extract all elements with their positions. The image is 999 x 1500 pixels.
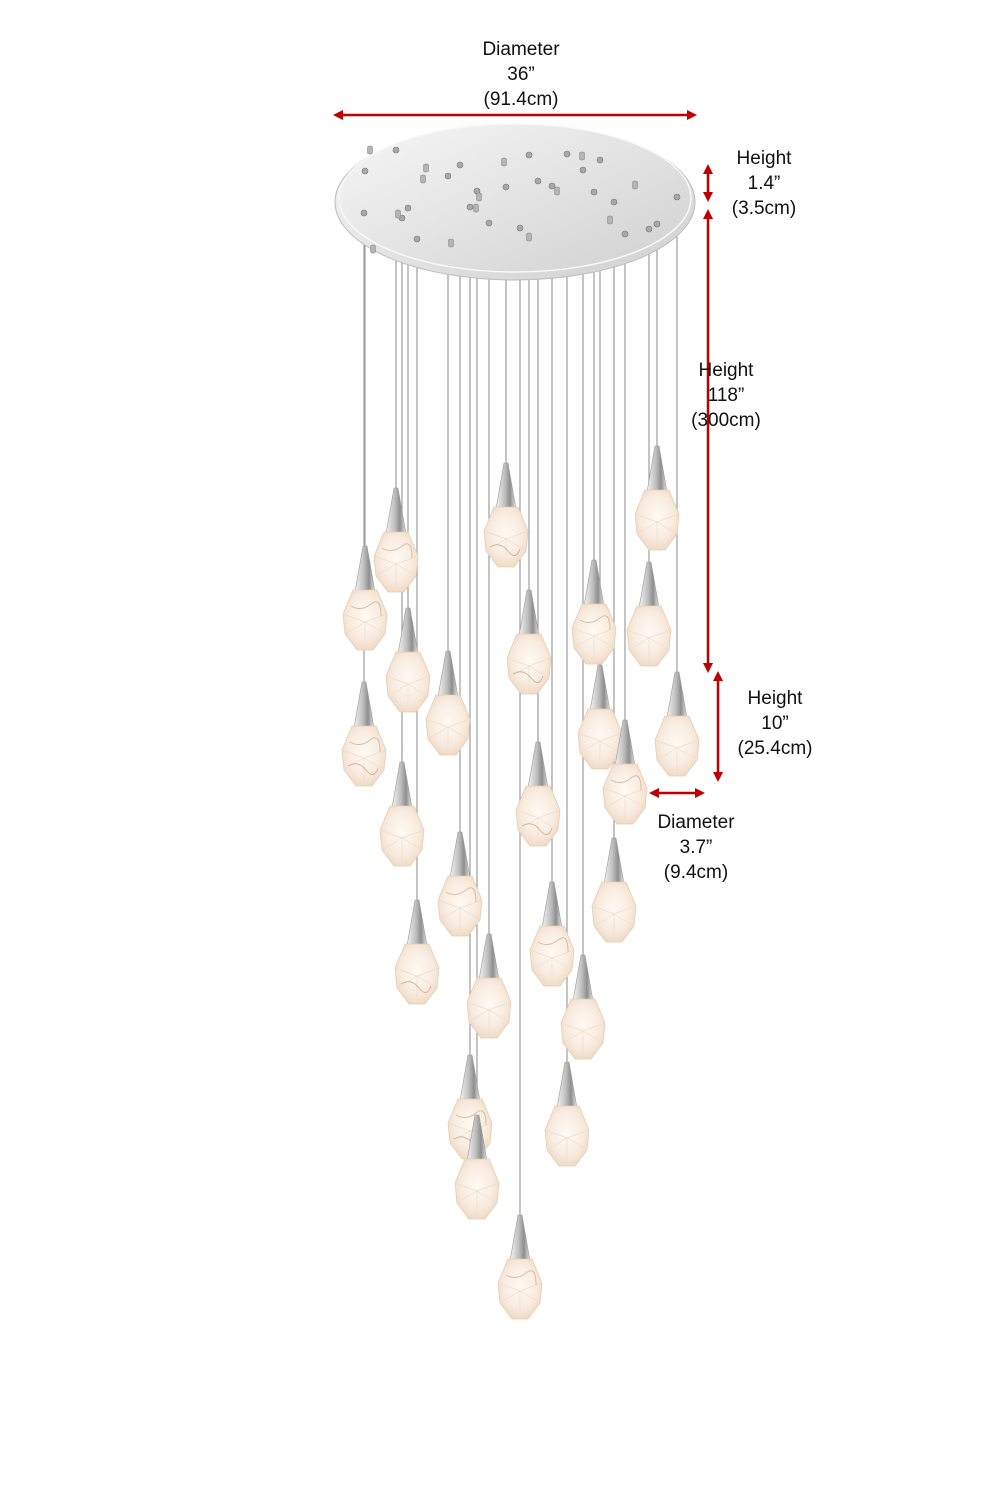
canopy-fitting: [525, 151, 533, 159]
alabaster-pendant: [634, 445, 680, 551]
pendant-diameter-label: Diameter 3.7” (9.4cm): [657, 812, 735, 883]
canopy-fitting: [563, 150, 571, 158]
canopy-fitting: [596, 156, 604, 164]
canopy-diameter-inch: 36”: [507, 64, 534, 85]
alabaster-pendant: [560, 954, 606, 1060]
pendant-height-title: Height: [748, 688, 804, 709]
alabaster-pendant: [626, 561, 672, 667]
canopy-screw: [501, 157, 507, 167]
canopy-fitting: [392, 146, 400, 154]
canopy-fitting: [548, 182, 556, 190]
alabaster-pendant: [483, 462, 529, 568]
alabaster-pendant: [425, 650, 471, 756]
canopy-height-label: Height 1.4” (3.5cm): [732, 148, 796, 219]
alabaster-pendant: [373, 487, 419, 593]
canopy-screw: [395, 209, 401, 219]
drop-height-title: Height: [699, 360, 755, 381]
canopy-fitting: [610, 198, 618, 206]
alabaster-pendant: [602, 719, 648, 825]
canopy-fitting: [516, 224, 524, 232]
alabaster-pendant: [341, 681, 387, 787]
alabaster-pendant: [591, 837, 637, 943]
canopy-fitting: [579, 166, 587, 174]
alabaster-pendant: [379, 761, 425, 867]
canopy-screw: [632, 180, 638, 190]
alabaster-pendant: [571, 559, 617, 665]
canopy-fitting: [361, 167, 369, 175]
canopy-fitting: [360, 209, 368, 217]
alabaster-pendant: [342, 545, 388, 651]
canopy-fitting: [413, 235, 421, 243]
canopy-screw: [370, 244, 376, 254]
pendant-height-label: Height 10” (25.4cm): [738, 688, 813, 759]
alabaster-pendant: [466, 933, 512, 1039]
alabaster-pendant: [577, 664, 623, 770]
pendant-height-inch: 10”: [761, 713, 788, 734]
canopy-fitting: [590, 188, 598, 196]
pendant-group: [341, 445, 700, 1320]
pendant-height-cm: (25.4cm): [738, 738, 813, 759]
alabaster-pendant: [394, 899, 440, 1005]
alabaster-pendant: [654, 671, 700, 777]
canopy-fittings: [360, 145, 681, 254]
canopy-screw: [607, 215, 613, 225]
canopy-diameter-title: Diameter: [482, 39, 560, 60]
alabaster-pendant: [544, 1061, 590, 1167]
canopy-height-inch: 1.4”: [748, 173, 781, 194]
canopy-fitting: [485, 219, 493, 227]
canopy-diameter-label: Diameter 36” (91.4cm): [482, 39, 560, 110]
alabaster-pendant: [506, 589, 552, 695]
alabaster-pendant: [454, 1114, 500, 1220]
ceiling-canopy: [334, 123, 696, 281]
canopy-fitting: [645, 225, 653, 233]
alabaster-pendant: [385, 607, 431, 713]
canopy-fitting: [466, 203, 474, 211]
canopy-fitting: [456, 161, 464, 169]
drop-height-label: Height 118” (300cm): [691, 360, 761, 431]
canopy-fitting: [404, 204, 412, 212]
canopy-screw: [448, 238, 454, 248]
canopy-fitting: [534, 177, 542, 185]
canopy-screw: [579, 151, 585, 161]
canopy-screw: [423, 163, 429, 173]
pendant-diameter-title: Diameter: [657, 812, 735, 833]
canopy-fitting: [444, 172, 452, 180]
canopy-screw: [420, 174, 426, 184]
canopy-height-title: Height: [737, 148, 793, 169]
pendant-diameter-inch: 3.7”: [680, 837, 713, 858]
alabaster-pendant: [515, 741, 561, 847]
canopy-height-cm: (3.5cm): [732, 198, 796, 219]
canopy-screw: [367, 145, 373, 155]
canopy-screw: [554, 186, 560, 196]
alabaster-pendant: [437, 831, 483, 937]
canopy-screw: [476, 192, 482, 202]
canopy-screw: [473, 203, 479, 213]
canopy-fitting: [653, 220, 661, 228]
canopy-fitting: [621, 230, 629, 238]
alabaster-pendant: [497, 1214, 543, 1320]
canopy-fitting: [673, 193, 681, 201]
pendant-diameter-cm: (9.4cm): [664, 862, 728, 883]
drop-height-inch: 118”: [708, 385, 745, 406]
drop-height-cm: (300cm): [691, 410, 761, 431]
dimension-arrows: [333, 110, 723, 798]
alabaster-pendant: [529, 881, 575, 987]
canopy-fitting: [502, 183, 510, 191]
canopy-screw: [526, 232, 532, 242]
canopy-diameter-cm: (91.4cm): [484, 89, 559, 110]
